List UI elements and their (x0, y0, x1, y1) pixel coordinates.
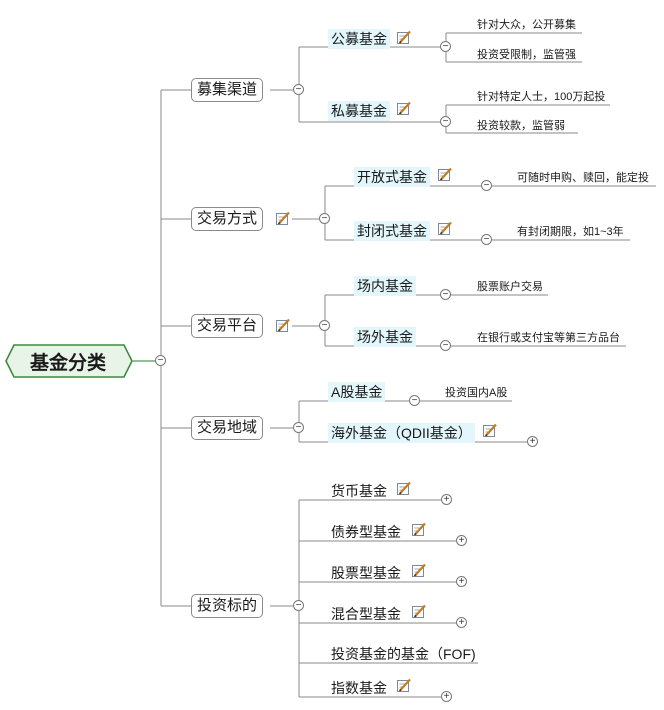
note-icon[interactable] (275, 318, 290, 333)
collapse-toggle[interactable]: − (293, 422, 304, 433)
note-icon[interactable] (275, 211, 290, 226)
expand-toggle[interactable]: + (527, 436, 538, 447)
node-a-share-fund[interactable]: A股基金 (328, 382, 386, 402)
leaf-text: 投资较款，监管弱 (477, 120, 565, 132)
node-qdii-fund[interactable]: 海外基金（QDII基金） (328, 423, 475, 443)
node-label: 投资基金的基金（FOF) (331, 646, 476, 662)
collapse-toggle[interactable]: − (293, 600, 304, 611)
node-label: 私募基金 (331, 103, 387, 119)
node-hybrid-fund[interactable]: 混合型基金 (328, 604, 404, 624)
node-label: A股基金 (331, 384, 383, 400)
note-icon[interactable] (482, 423, 497, 438)
node-exchange-fund[interactable]: 场内基金 (354, 276, 416, 296)
branch-trade-platform[interactable]: 交易平台 (191, 314, 264, 338)
node-stock-fund[interactable]: 股票型基金 (328, 563, 404, 583)
node-index-fund[interactable]: 指数基金 (328, 678, 390, 698)
note-icon[interactable] (437, 221, 452, 236)
expand-toggle[interactable]: + (456, 576, 467, 587)
node-label: 股票型基金 (331, 565, 401, 581)
leaf-text: 针对特定人士，100万起投 (477, 91, 606, 103)
root-label: 基金分类 (29, 352, 106, 374)
node-closed-fund[interactable]: 封闭式基金 (354, 221, 430, 241)
leaf-text: 针对大众，公开募集 (477, 19, 576, 31)
root-node-shape (5, 344, 133, 378)
note-icon[interactable] (437, 167, 452, 182)
collapse-toggle[interactable]: − (440, 116, 451, 127)
node-private-fund[interactable]: 私募基金 (328, 101, 390, 121)
leaf-text: 可随时申购、赎回，能定投 (517, 172, 649, 184)
expand-toggle[interactable]: + (441, 691, 452, 702)
node-otc-fund[interactable]: 场外基金 (354, 327, 416, 347)
node-open-fund[interactable]: 开放式基金 (354, 167, 430, 187)
node-label: 债券型基金 (331, 524, 401, 540)
branch-label: 投资标的 (197, 597, 258, 614)
leaf-text: 股票账户交易 (477, 281, 543, 293)
collapse-toggle-root[interactable]: − (155, 355, 166, 366)
leaf-text: 有封闭期限，如1~3年 (517, 226, 624, 238)
note-icon[interactable] (411, 604, 426, 619)
node-money-fund[interactable]: 货币基金 (328, 481, 390, 501)
collapse-toggle[interactable]: − (481, 180, 492, 191)
note-icon[interactable] (396, 481, 411, 496)
note-icon[interactable] (411, 563, 426, 578)
note-icon[interactable] (411, 522, 426, 537)
collapse-toggle[interactable]: − (440, 340, 451, 351)
node-bond-fund[interactable]: 债券型基金 (328, 522, 404, 542)
branch-trade-region[interactable]: 交易地域 (191, 416, 264, 440)
node-label: 海外基金（QDII基金） (331, 425, 472, 441)
branch-investment-target[interactable]: 投资标的 (191, 594, 264, 618)
collapse-toggle[interactable]: − (319, 213, 330, 224)
node-label: 场内基金 (357, 278, 413, 294)
node-public-fund[interactable]: 公募基金 (328, 29, 390, 49)
branch-trade-method[interactable]: 交易方式 (191, 207, 264, 231)
node-label: 货币基金 (331, 483, 387, 499)
collapse-toggle[interactable]: − (293, 84, 304, 95)
branch-label: 交易地域 (197, 419, 258, 436)
note-icon[interactable] (396, 30, 411, 45)
expand-toggle[interactable]: + (456, 535, 467, 546)
collapse-toggle[interactable]: − (440, 41, 451, 52)
leaf-text: 投资受限制，监管强 (477, 49, 576, 61)
node-fof-fund[interactable]: 投资基金的基金（FOF) (328, 644, 479, 664)
root-node[interactable]: 基金分类 (6, 345, 130, 377)
node-label: 指数基金 (331, 680, 387, 696)
leaf-text: 在银行或支付宝等第三方品台 (477, 332, 620, 344)
collapse-toggle[interactable]: − (440, 289, 451, 300)
node-label: 封闭式基金 (357, 223, 427, 239)
branch-label: 交易方式 (197, 210, 258, 227)
branch-channel[interactable]: 募集渠道 (191, 78, 264, 102)
node-label: 公募基金 (331, 31, 387, 47)
node-label: 混合型基金 (331, 606, 401, 622)
expand-toggle[interactable]: + (456, 617, 467, 628)
note-icon[interactable] (396, 101, 411, 116)
node-label: 场外基金 (357, 329, 413, 345)
expand-toggle[interactable]: + (441, 494, 452, 505)
collapse-toggle[interactable]: − (319, 320, 330, 331)
collapse-toggle[interactable]: − (409, 395, 420, 406)
branch-label: 交易平台 (197, 317, 258, 334)
leaf-text: 投资国内A股 (445, 387, 508, 399)
note-icon[interactable] (396, 678, 411, 693)
node-label: 开放式基金 (357, 169, 427, 185)
collapse-toggle[interactable]: − (481, 234, 492, 245)
branch-label: 募集渠道 (197, 81, 258, 98)
